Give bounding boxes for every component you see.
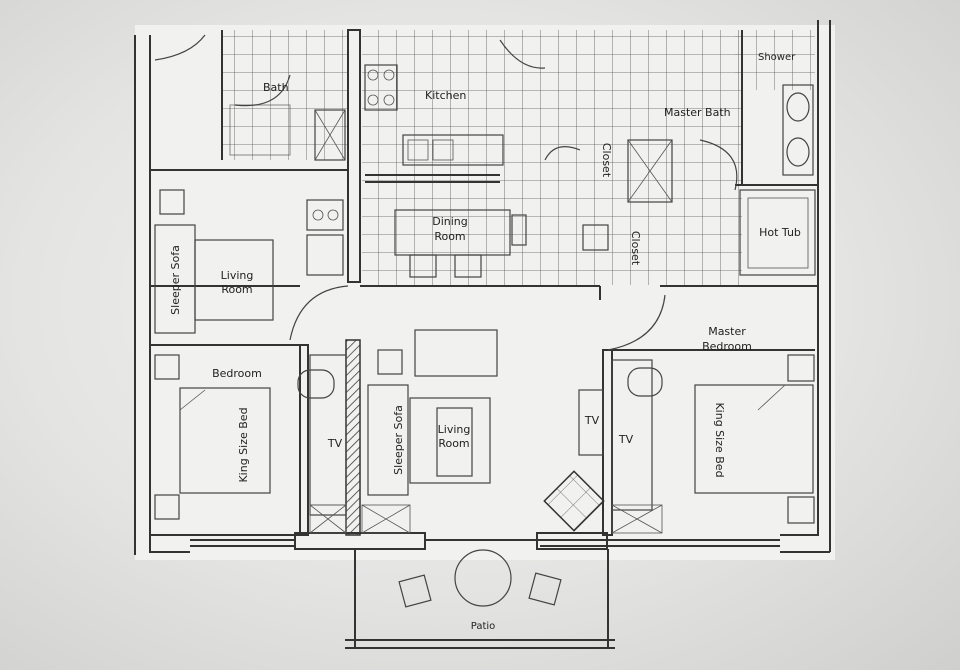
label-closet-1: Closet [600,143,613,178]
label-master: Master [708,325,746,338]
label-living-2: Living [438,423,471,436]
label-dining: Dining [432,215,468,228]
label-closet-2: Closet [629,231,642,266]
living-room-1-furniture [154,189,274,334]
doors [154,34,738,351]
label-living-room-1: Room [221,283,252,296]
label-living-1: Living [221,269,254,282]
label-master-bedroom: Bedroom [702,340,752,353]
label-sleeper-sofa-2: Sleeper Sofa [392,405,405,475]
label-tv-2: TV [584,414,600,427]
label-bath: Bath [263,81,289,94]
label-sleeper-sofa-1: Sleeper Sofa [169,245,182,315]
bedroom-furniture [154,354,347,534]
label-master-bath: Master Bath [664,106,731,119]
label-king-bed-1: King Size Bed [237,407,250,482]
label-bedroom: Bedroom [212,367,262,380]
patio [345,549,615,649]
kitchen-fixtures [306,64,504,276]
label-king-bed-2: King Size Bed [713,402,726,477]
label-tv-3: TV [618,433,634,446]
master-bedroom-furniture [611,354,815,534]
label-living-room-2: Room [438,437,469,450]
label-dining-room: Room [434,230,465,243]
bath-fixtures [229,84,816,276]
interior-walls [150,29,818,536]
dining-table [394,209,527,278]
living-room-2-furniture [361,329,605,534]
exterior-walls [134,20,831,555]
room-labels: Bath Kitchen Master Bath Shower Closet C… [169,52,801,632]
label-tv-1: TV [327,437,343,450]
label-shower: Shower [758,52,796,63]
label-patio: Patio [471,621,496,632]
label-hot-tub: Hot Tub [759,226,801,239]
label-kitchen: Kitchen [425,89,466,102]
